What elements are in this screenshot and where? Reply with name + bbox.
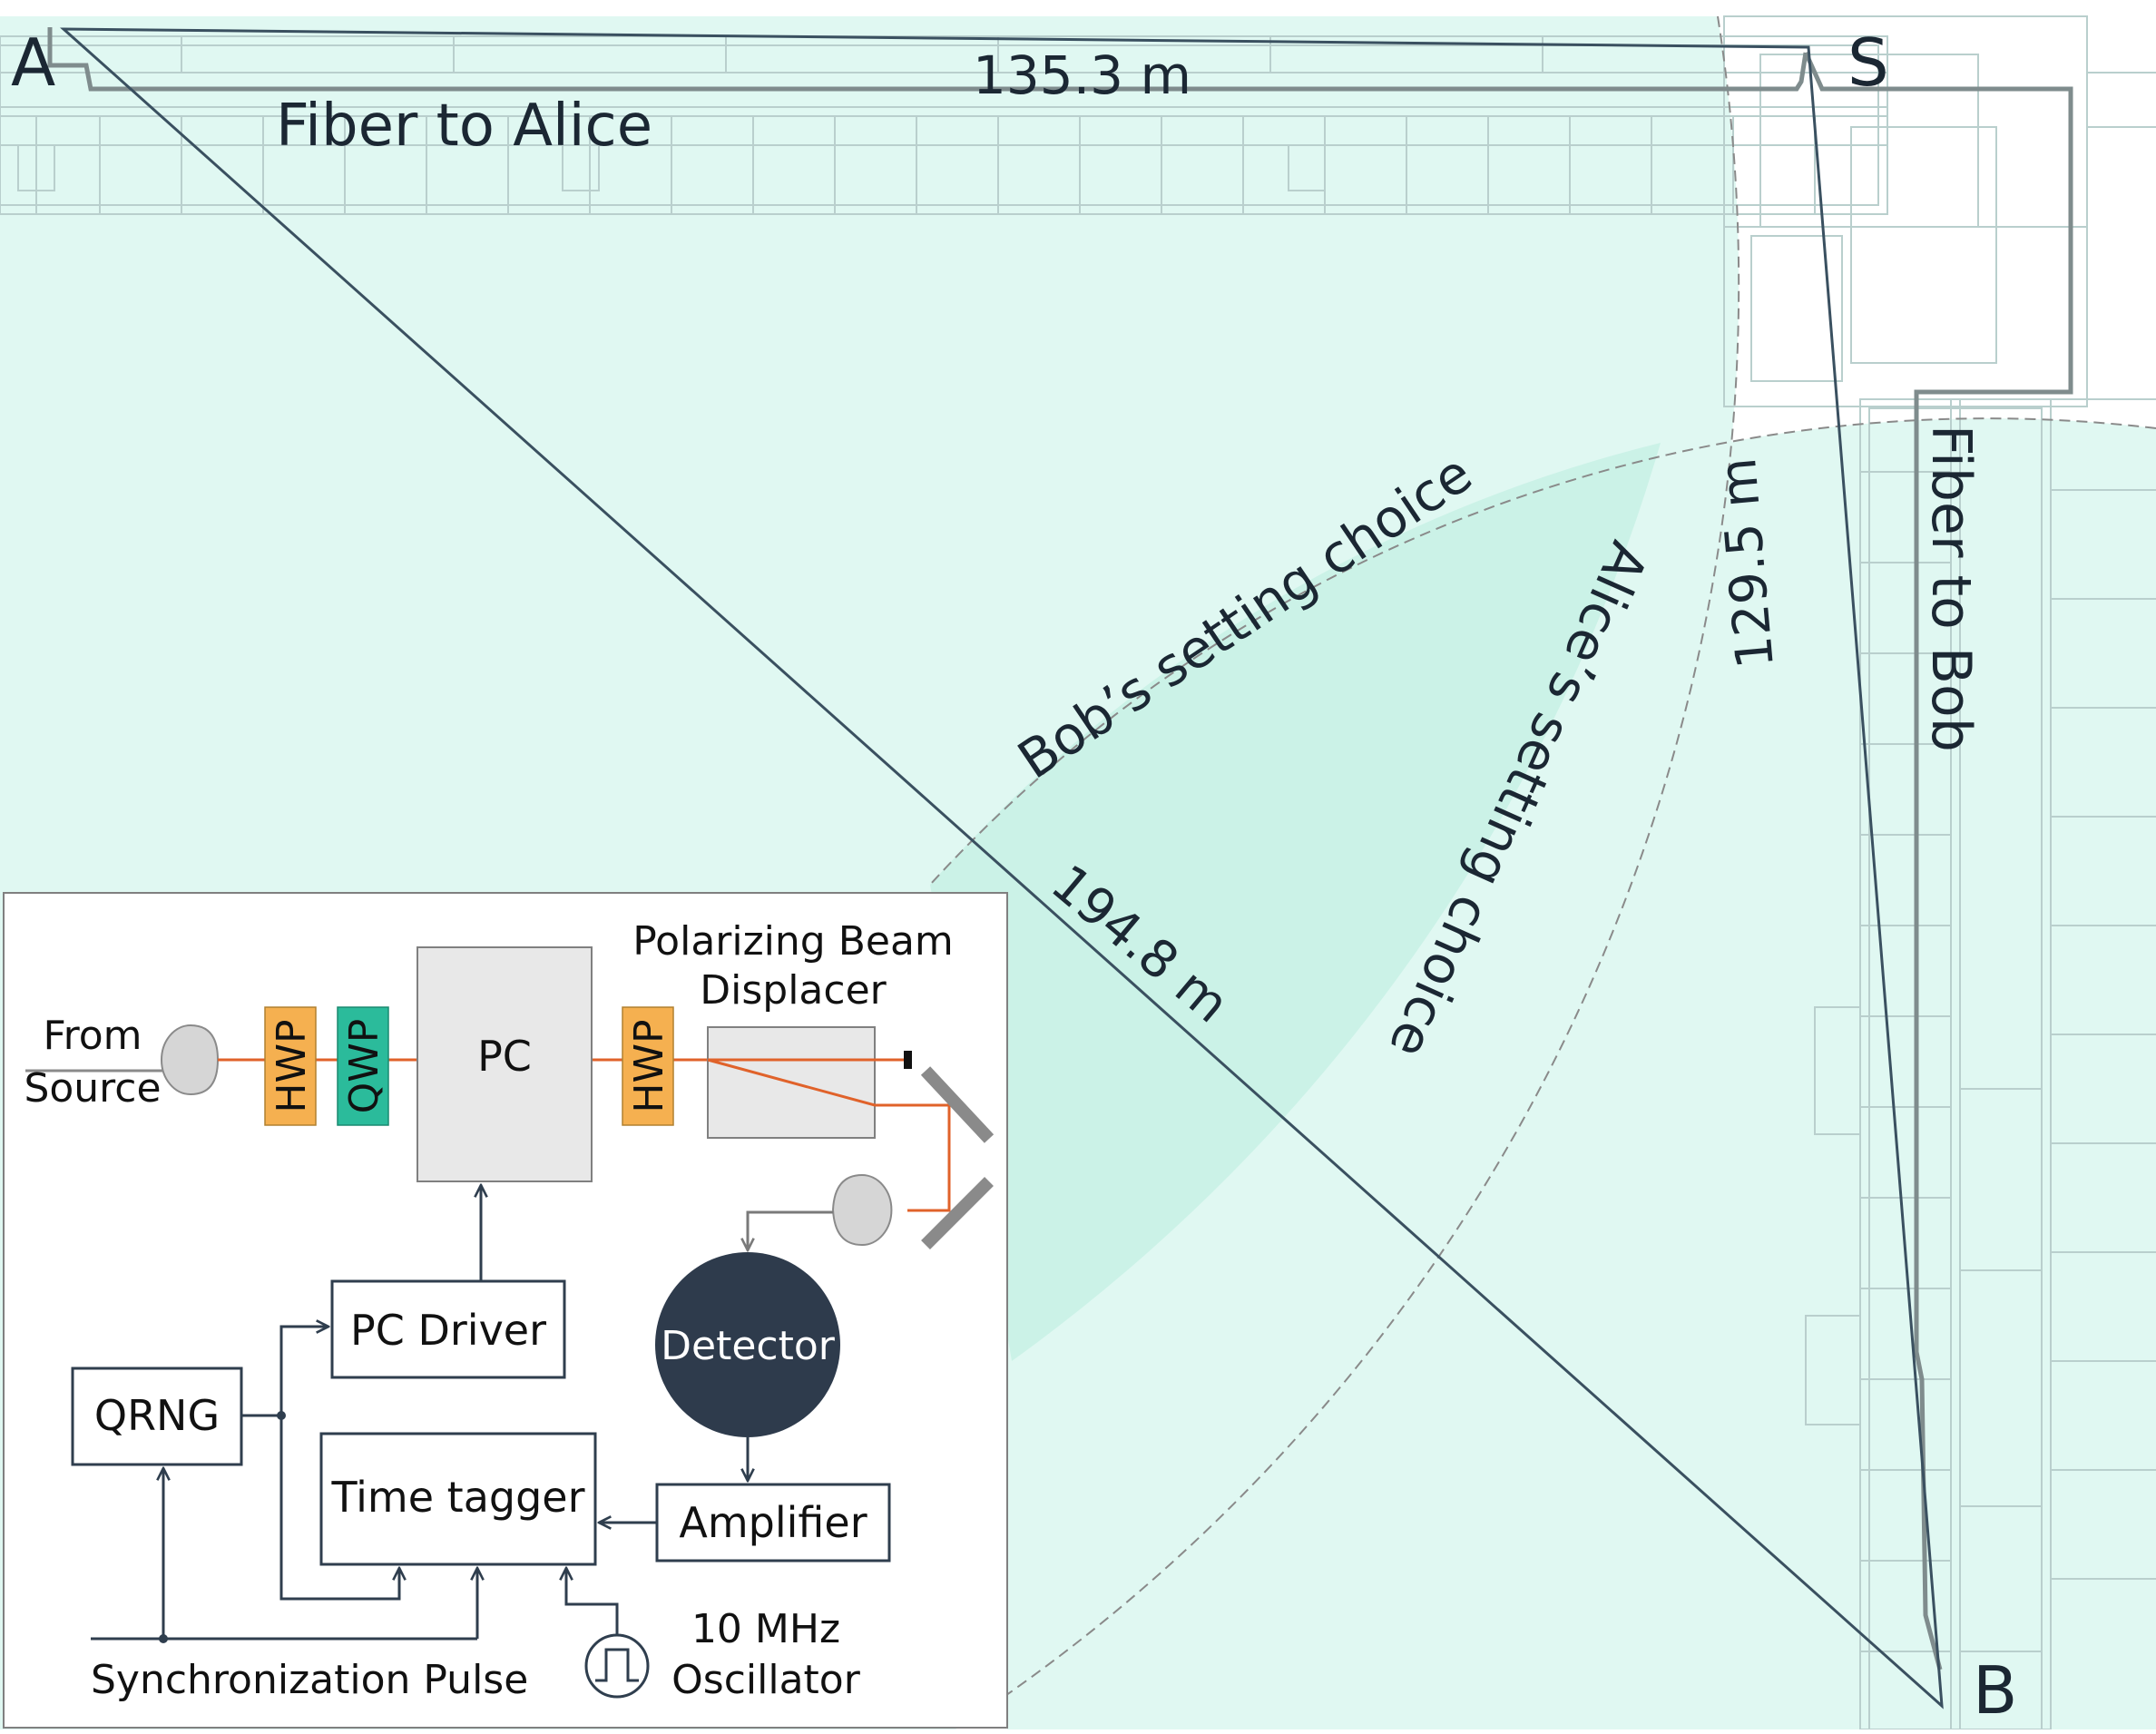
bob-choice-boundary [929, 417, 2156, 886]
oscillator-label-line1: 10 MHz [691, 1606, 840, 1652]
signal-wiring [91, 1327, 657, 1641]
overlap-region [930, 443, 1661, 1361]
oscillator-symbol [584, 1633, 650, 1699]
mirror-1 [920, 1066, 995, 1143]
pc-driver-box [330, 1279, 566, 1379]
site-label-alice: A [11, 24, 55, 101]
detector-circle [655, 1252, 840, 1437]
beam-displacer-label-line1: Polarizing Beam [632, 918, 954, 965]
floorplan [0, 15, 2156, 1730]
input-coupler [161, 1024, 220, 1096]
sync-pulse-label: Synchronization Pulse [91, 1657, 528, 1703]
pc-label: PC [477, 1032, 532, 1081]
oscillator-label-line2: Oscillator [671, 1657, 861, 1703]
beam-block [904, 1051, 912, 1069]
qwp-label: QWP [341, 1019, 387, 1114]
fiber-label-alice: Fiber to Alice [276, 93, 652, 160]
pc-driver-label: PC Driver [350, 1306, 546, 1355]
time-tagger-box [319, 1432, 597, 1566]
hwp1-label: HWP [269, 1019, 315, 1112]
junction-dot-2 [159, 1634, 168, 1643]
fiber-label-bob: Fiber to Bob [1919, 425, 1983, 752]
output-coupler [831, 1173, 893, 1247]
time-tagger-label: Time tagger [330, 1473, 584, 1522]
link-triangle [60, 27, 1944, 1710]
alice-choice-boundary [955, 15, 1740, 1730]
site-label-source: S [1847, 24, 1889, 101]
setup-inset: From Source HWP QWP PC HWP Polarizing Be… [3, 892, 1008, 1729]
site-label-bob: B [1973, 1652, 2017, 1729]
junction-dot-1 [277, 1411, 286, 1420]
from-source-line2: Source [24, 1065, 161, 1112]
detector-label: Detector [661, 1323, 836, 1369]
square-wave-icon [595, 1648, 639, 1682]
qrng-label: QRNG [94, 1391, 220, 1440]
pc-box [416, 946, 593, 1182]
hwp2-label: HWP [626, 1019, 672, 1112]
qwp-plate [337, 1006, 389, 1126]
hwp2-plate [622, 1006, 674, 1126]
beam-displacer-label-line2: Displacer [700, 967, 887, 1014]
from-source-line1: From [43, 1013, 142, 1059]
fiber-to-alice [47, 27, 1808, 92]
distance-alice-source: 135.3 m [973, 44, 1191, 106]
fiber-to-bob [1803, 51, 2073, 1670]
hwp1-plate [264, 1006, 317, 1126]
amplifier-label: Amplifier [679, 1498, 867, 1547]
mirror-2 [921, 1177, 994, 1249]
